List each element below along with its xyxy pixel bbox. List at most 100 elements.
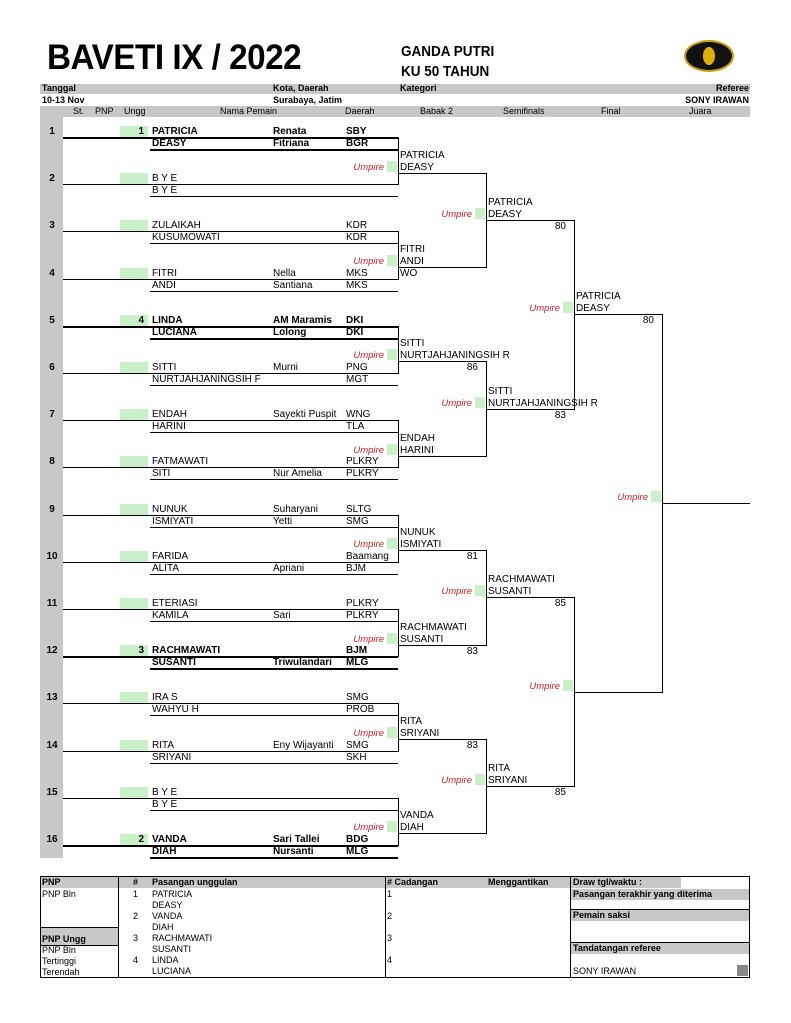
slot-line [150, 196, 398, 198]
slot-line [63, 845, 398, 847]
umpire-label: Umpire [617, 492, 648, 503]
player-name: B Y E [152, 173, 178, 185]
region: MKS [346, 279, 368, 291]
draw-number: 13 [46, 692, 58, 704]
seed-box[interactable] [120, 550, 148, 562]
tournament-title: BAVETI IX / 2022 [47, 38, 302, 77]
seed-box[interactable] [120, 503, 148, 515]
slot-line [63, 514, 398, 516]
umpire-box[interactable] [387, 160, 397, 172]
signature-box[interactable] [737, 965, 748, 976]
slot-line [150, 573, 398, 575]
seed-box[interactable] [120, 598, 148, 609]
umpire-box[interactable] [387, 443, 397, 455]
umpire-box[interactable] [387, 349, 397, 361]
umpire-box[interactable] [475, 774, 485, 786]
seed-box[interactable] [120, 739, 148, 751]
player-name: B Y E [152, 185, 178, 197]
player-name: SITI [152, 468, 171, 480]
region: SBY [346, 126, 367, 137]
footer-witness: Pemain saksi [573, 910, 631, 920]
seed-box[interactable] [120, 456, 148, 468]
partner-name: Sari Tallei [273, 834, 320, 845]
seed-box[interactable] [120, 126, 148, 137]
player-name: FATMAWATI [152, 456, 209, 468]
region: MKS [346, 267, 368, 279]
umpire-box[interactable] [563, 302, 573, 314]
seed-box[interactable] [120, 314, 148, 326]
winner-name-2: SUSANTI [488, 586, 532, 598]
seed-box[interactable] [120, 834, 148, 845]
col-final: Final [601, 106, 621, 116]
seed-box[interactable] [120, 362, 148, 373]
seed-list-number: 1 [133, 889, 139, 899]
winner-line [398, 739, 486, 740]
seed-box[interactable] [120, 692, 148, 704]
player-name: SRIYANI [152, 751, 192, 763]
region: SMG [346, 515, 369, 527]
region: SMG [346, 739, 369, 751]
partner-name: Santiana [273, 279, 313, 291]
player-name: LUCIANA [152, 326, 197, 338]
winner-line [398, 361, 486, 363]
region: KDR [346, 232, 368, 244]
seed-box[interactable] [120, 220, 148, 232]
player-name: DIAH [152, 846, 177, 857]
winner-line [486, 786, 574, 788]
match-score: 83 [466, 740, 478, 751]
winner-name-2: ANDI [400, 256, 424, 267]
winner-line [398, 172, 486, 174]
region: PLKRY [346, 598, 379, 609]
draw-number: 15 [46, 786, 58, 798]
winner-line [486, 597, 574, 599]
slot-line [63, 467, 398, 469]
umpire-box[interactable] [387, 255, 397, 266]
umpire-label: Umpire [353, 444, 384, 456]
seed-list-partner: DIAH [152, 922, 174, 932]
seed-list-partner: LUCIANA [152, 966, 192, 976]
umpire-box[interactable] [563, 679, 573, 691]
umpire-box[interactable] [475, 207, 485, 219]
reserve-number: 2 [387, 911, 393, 921]
umpire-box[interactable] [651, 491, 661, 502]
umpire-box[interactable] [475, 396, 485, 408]
partner-name: Sayekti Puspit [273, 409, 337, 421]
umpire-label: Umpire [353, 822, 384, 834]
draw-number: 3 [49, 220, 55, 232]
umpire-box[interactable] [387, 632, 397, 644]
seed-box[interactable] [120, 267, 148, 279]
slot-line [150, 432, 398, 434]
seed-box[interactable] [120, 786, 148, 798]
match-score: 81 [466, 551, 478, 563]
match-score: 85 [554, 787, 566, 799]
seed-list-partner: SUSANTI [152, 944, 192, 954]
player-name: IRA S [152, 692, 178, 704]
umpire-label: Umpire [441, 775, 472, 787]
umpire-box[interactable] [475, 585, 485, 597]
winner-line [398, 644, 486, 646]
slot-line [63, 561, 398, 563]
footer-pnp-ungg: PNP Ungg [42, 934, 86, 944]
footer-highest: Tertinggi [42, 956, 77, 966]
col-name: Nama Pemain [220, 106, 278, 116]
footer-pnp-bln: PNP Bln [42, 889, 76, 899]
winner-name-2: DIAH [400, 822, 424, 834]
winner-name-1: RITA [400, 716, 423, 727]
slot-line [63, 184, 398, 186]
column-header-bar [40, 106, 750, 117]
draw-number-column [40, 116, 63, 858]
umpire-box[interactable] [387, 727, 397, 738]
umpire-box[interactable] [387, 821, 397, 833]
player-name: SUSANTI [152, 657, 196, 669]
player-name: B Y E [152, 798, 178, 810]
partner-name: Suharyani [273, 503, 319, 515]
city-label: Kota, Daerah [273, 83, 329, 93]
umpire-box[interactable] [387, 538, 397, 550]
seed-box[interactable] [120, 645, 148, 657]
seed-box[interactable] [120, 173, 148, 185]
footer-reserve-header: # Cadangan [387, 877, 439, 887]
seed-list-player: LINDA [152, 955, 179, 965]
seed-box[interactable] [120, 409, 148, 421]
referee-label: Referee [715, 83, 749, 93]
region: TLA [346, 421, 365, 433]
